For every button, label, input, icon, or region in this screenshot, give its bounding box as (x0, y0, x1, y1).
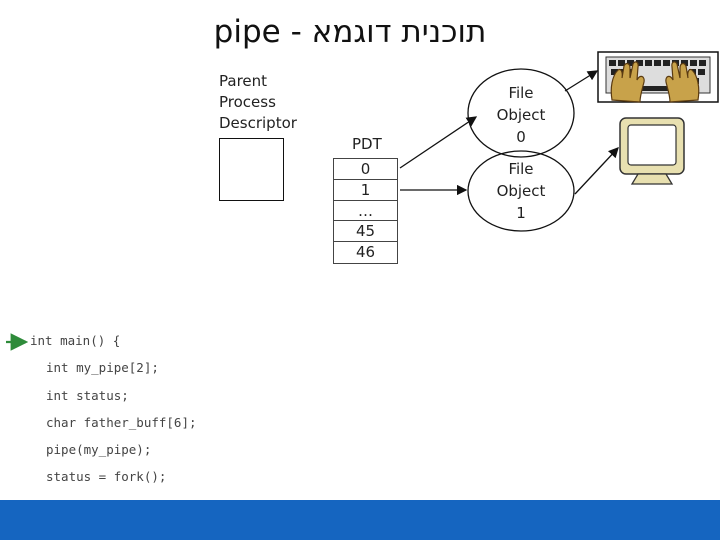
file-object-line: Object (496, 106, 546, 124)
keyboard-icon (597, 51, 719, 103)
arrow-pdt0-to-file0 (399, 116, 478, 169)
code-line: int main() { (30, 333, 121, 348)
arrow-file1-to-monitor (574, 147, 619, 195)
arrow-file0-to-keyboard (564, 70, 599, 92)
code-line: char father_buff[6]; (46, 414, 197, 430)
ppd-label-line: Process (219, 93, 276, 111)
page-title: תוכנית דוגמא - pipe (213, 14, 487, 50)
file-object-line: File (508, 160, 534, 178)
pdt-row: 46 (355, 243, 376, 262)
file-object-1-oval (467, 150, 575, 232)
ppd-label-line: Parent (219, 72, 268, 90)
file-object-0-oval (467, 68, 575, 158)
pdt-row: … (334, 201, 397, 222)
code-line: int my_pipe[2]; (46, 360, 159, 376)
file-object-line: 1 (516, 204, 526, 222)
pdt-row: 1 (334, 180, 397, 201)
footer-bar (0, 500, 720, 540)
code-line: pipe(my_pipe); (46, 442, 152, 458)
code-line: int status; (46, 387, 129, 403)
file-object-0: File Object 0 (481, 82, 561, 148)
ppd-label-line: Descriptor (219, 114, 297, 132)
code-line: status = fork(); (46, 469, 167, 485)
monitor-icon (619, 117, 685, 185)
pdt-row: 45 (334, 221, 397, 243)
file-object-1: File Object 1 (481, 158, 561, 224)
pdt-row: 0 (334, 159, 397, 180)
code-block: int main() { int my_pipe[2]; int status;… (30, 332, 197, 496)
file-object-line: Object (496, 182, 546, 200)
file-object-line: File (508, 84, 534, 102)
file-object-line: 0 (516, 128, 526, 146)
pdt-table: 0 1 … 45 46 (333, 158, 398, 264)
pdt-label: PDT (352, 135, 382, 153)
parent-process-descriptor-label: Parent Process Descriptor (219, 71, 297, 134)
parent-process-descriptor-box (219, 138, 284, 201)
